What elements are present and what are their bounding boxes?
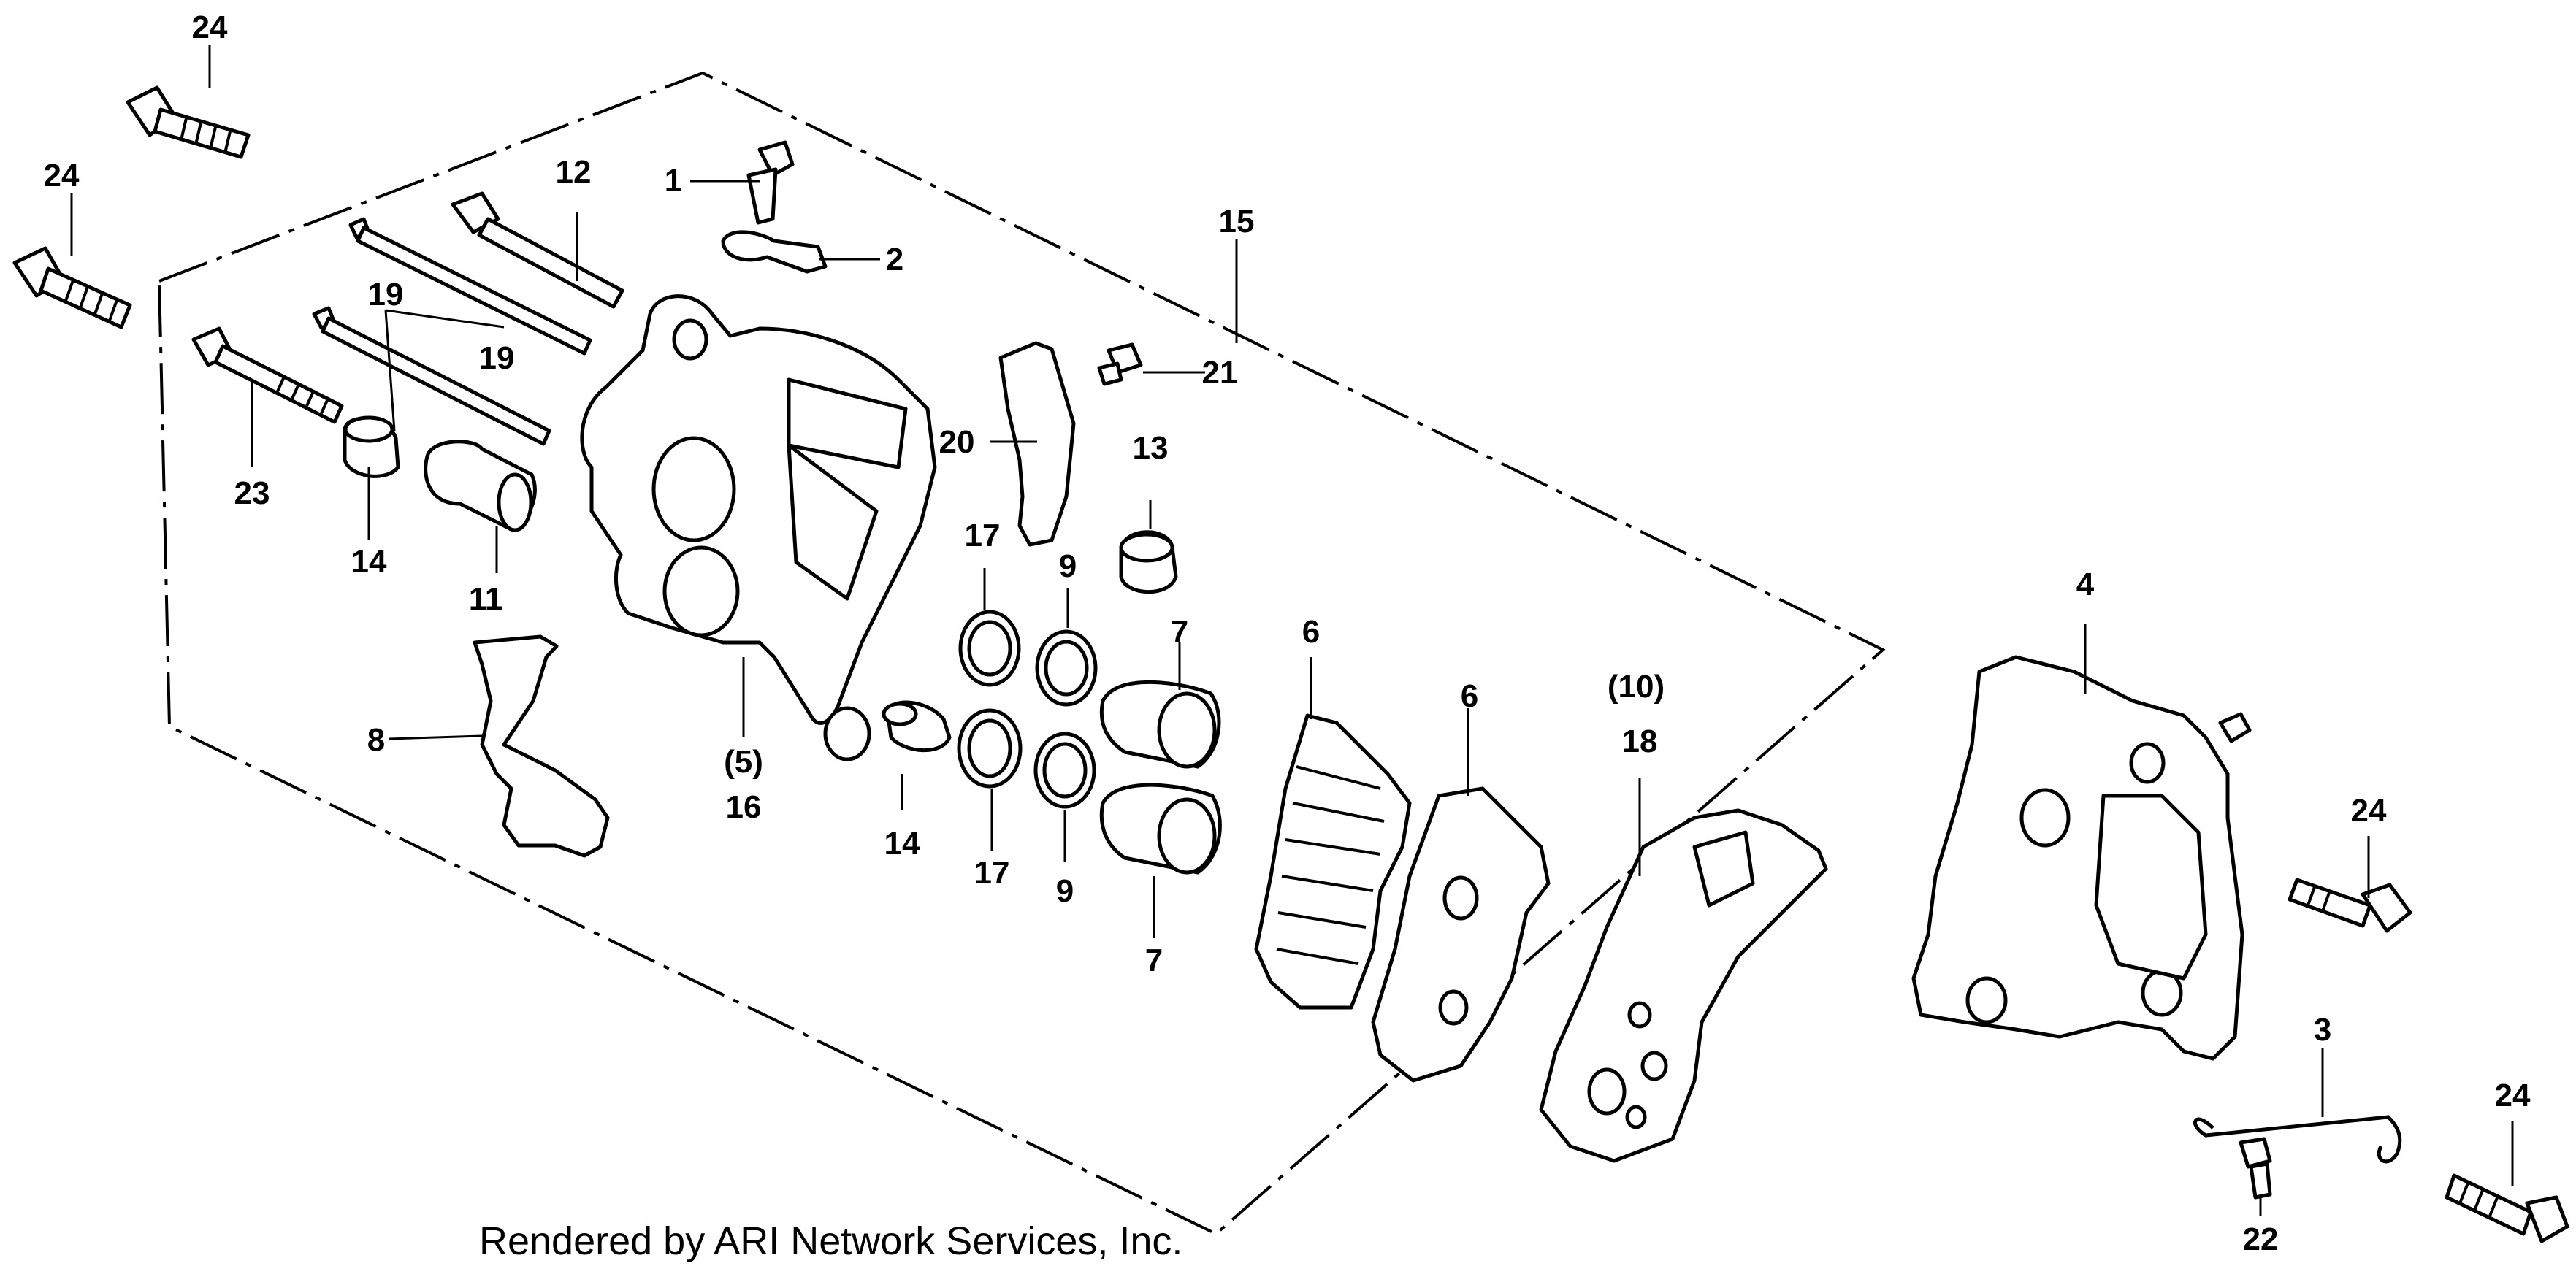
credit-text: Rendered by ARI Network Services, Inc. — [479, 1219, 1182, 1263]
seal-9-upper — [1035, 629, 1098, 707]
callout-24: 24 — [192, 9, 228, 45]
callout-9: 9 — [1056, 873, 1074, 909]
boot-14-middle — [882, 700, 952, 753]
seal-17-upper — [958, 610, 1021, 687]
callout-24: 24 — [2495, 1078, 2531, 1113]
spring-clip-3 — [2193, 1115, 2402, 1164]
callout-6: 6 — [1461, 678, 1478, 714]
callout-17: 17 — [974, 855, 1010, 891]
callout-13: 13 — [1133, 430, 1169, 466]
screw-21 — [1097, 342, 1143, 386]
pin-19-upper — [348, 217, 592, 356]
shim-20 — [998, 341, 1076, 547]
seal-17-lower — [957, 708, 1023, 789]
callout-12: 12 — [556, 154, 592, 190]
bolt-24-top — [126, 85, 251, 159]
caliper-assembly-4 — [1911, 655, 2252, 1061]
callout-labels: 24 24 1 2 12 15 21 20 19 19 23 14 11 13 … — [44, 9, 2531, 1257]
callout-24: 24 — [44, 158, 80, 193]
brake-pad-6-right — [1371, 786, 1551, 1083]
bleeder-valve-1 — [746, 140, 795, 225]
bleeder-cap-2 — [721, 230, 828, 274]
brake-pad-6-left — [1254, 713, 1412, 1010]
callout-7: 7 — [1171, 614, 1188, 650]
piston-7-upper — [1099, 680, 1221, 769]
callout-23: 23 — [234, 475, 270, 511]
callout-18: 18 — [1622, 724, 1658, 759]
callout-11: 11 — [469, 581, 503, 617]
boot-13 — [1119, 530, 1178, 594]
leader-lines — [70, 45, 2514, 1216]
callout-2: 2 — [886, 242, 903, 277]
bolt-23 — [191, 326, 344, 424]
callout-17: 17 — [965, 518, 1001, 553]
caliper-body-5 — [580, 294, 937, 761]
assembly-boundary — [157, 71, 1886, 1236]
callout-8: 8 — [367, 722, 385, 758]
callout-14: 14 — [884, 826, 920, 862]
sleeve-11 — [424, 440, 537, 532]
callout-7: 7 — [1145, 943, 1163, 978]
callout-5: (5) — [724, 744, 763, 780]
pin-19-lower — [312, 306, 551, 446]
callout-10: (10) — [1608, 669, 1665, 705]
callout-1: 1 — [665, 163, 682, 199]
callout-3: 3 — [2314, 1012, 2331, 1048]
callout-24: 24 — [2351, 793, 2387, 829]
spring-plate-8 — [473, 634, 610, 858]
callout-6: 6 — [1302, 614, 1320, 650]
caliper-bracket-10 — [1539, 808, 1828, 1163]
callout-15: 15 — [1219, 204, 1255, 239]
piston-7-lower — [1099, 783, 1222, 875]
bolt-24-left — [12, 246, 132, 329]
seal-9-lower — [1033, 732, 1096, 809]
callout-20: 20 — [939, 424, 975, 460]
callout-16: 16 — [726, 789, 762, 825]
callout-19: 19 — [368, 277, 404, 312]
boot-14-left — [343, 415, 400, 478]
callout-4: 4 — [2076, 567, 2095, 602]
callout-22: 22 — [2243, 1221, 2279, 1257]
bolt-24-right-lower — [2445, 1173, 2569, 1243]
callout-9: 9 — [1059, 548, 1077, 584]
bolt-24-right-upper — [2288, 878, 2412, 933]
callout-21: 21 — [1202, 355, 1238, 391]
bolt-22 — [2239, 1137, 2272, 1200]
callout-19: 19 — [479, 340, 515, 376]
callout-14: 14 — [351, 544, 387, 580]
